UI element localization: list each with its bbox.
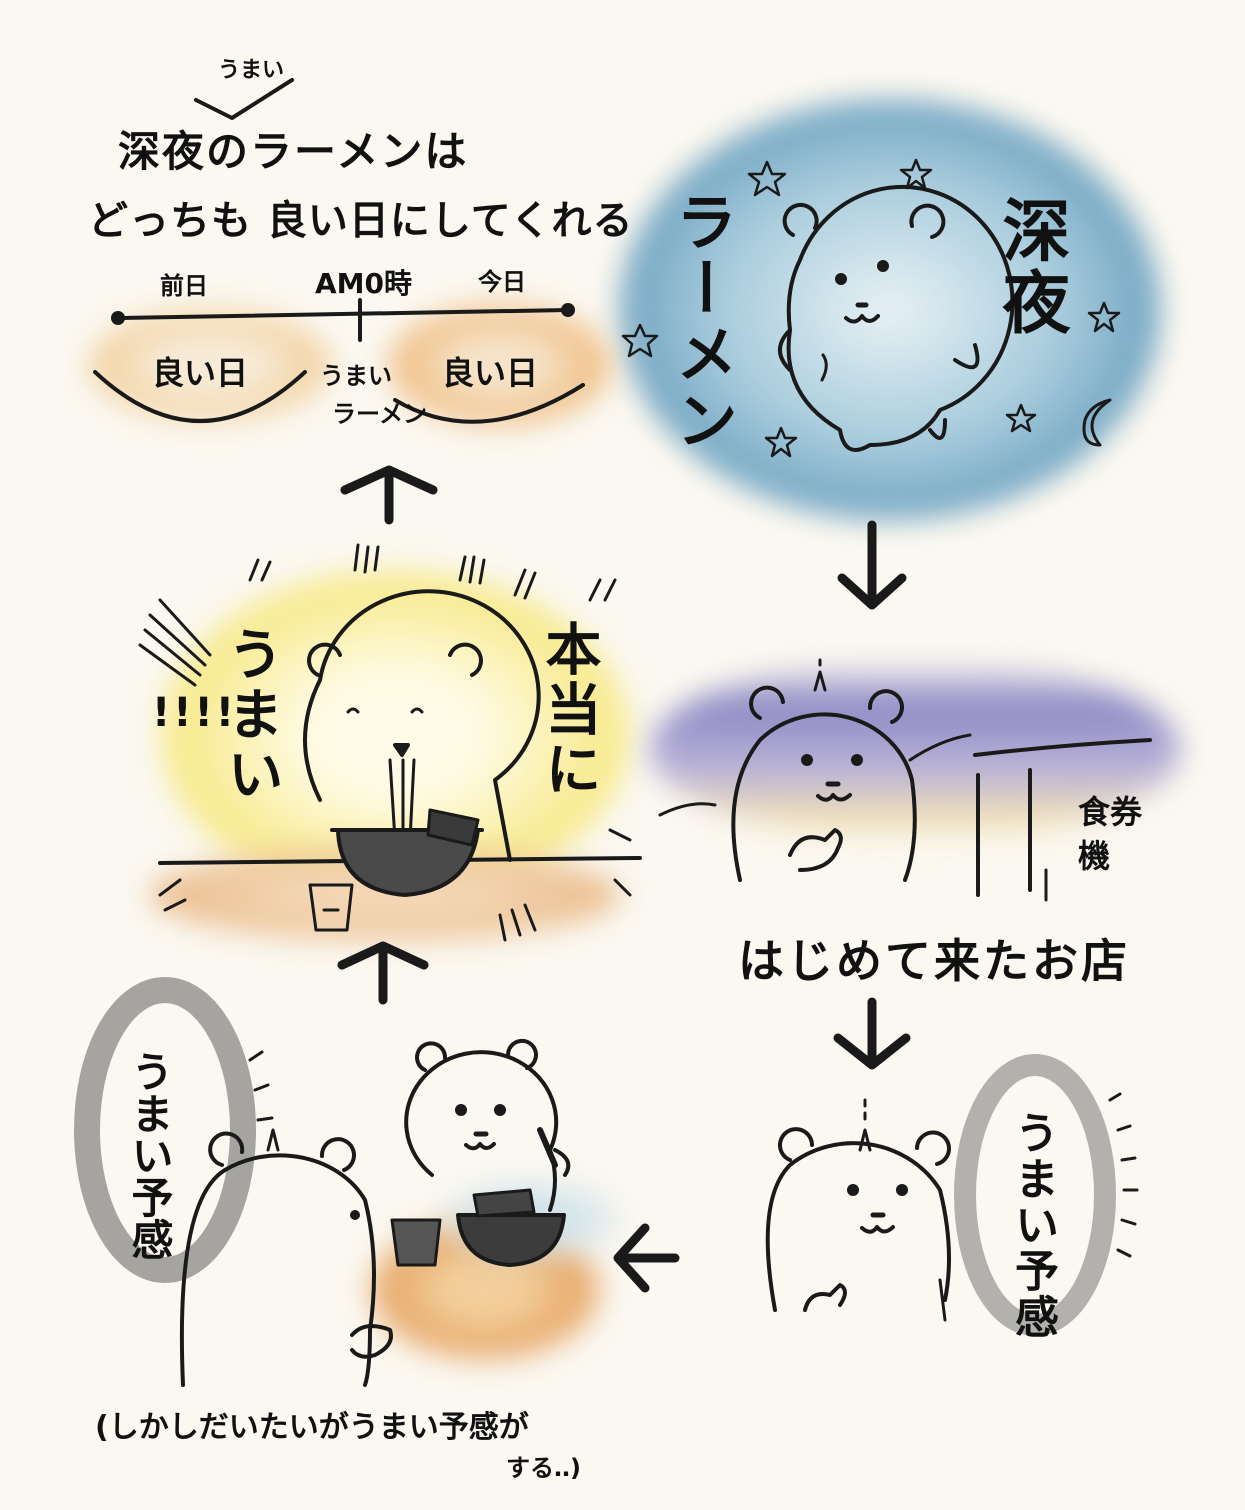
timeline-right-box: 良い日 xyxy=(442,354,539,392)
vertical-shinya: 深夜 xyxy=(990,195,1069,339)
annotation-umai: うまい xyxy=(218,58,285,83)
moon xyxy=(1082,398,1112,447)
impact-lines xyxy=(138,543,632,942)
night-sky-wash xyxy=(620,100,1160,520)
annotation-caret xyxy=(194,78,294,120)
timeline-start-dot xyxy=(111,311,125,325)
back-bear xyxy=(179,1128,393,1387)
timeline-right-wash xyxy=(390,305,610,425)
timeline-label-today: 今日 xyxy=(478,268,526,296)
anticipation-aura-right xyxy=(954,1054,1116,1336)
floating-bear xyxy=(778,184,1015,452)
stars xyxy=(621,158,1121,458)
timeline-label-mid: AM0時 xyxy=(315,267,413,300)
timeline-end-dot xyxy=(561,303,575,317)
footnote-line-2: する‥) xyxy=(506,1454,581,1482)
anticipation-aura-left xyxy=(74,977,256,1283)
aura-lines-left xyxy=(248,1050,274,1122)
bubble-right: うまい予感 xyxy=(1007,1110,1058,1340)
headline-line-2: どっちも 良い日にしてくれる xyxy=(88,198,634,244)
vertical-ramen: ラーメン xyxy=(665,190,738,454)
eating-bear xyxy=(158,589,642,932)
arrow-up-mid xyxy=(337,941,429,1005)
timeline-left-box: 良い日 xyxy=(152,354,249,392)
timeline-right-arc xyxy=(393,383,585,424)
vertical-hontou: 本当に xyxy=(536,620,601,800)
timeline-label-prev: 前日 xyxy=(160,272,208,300)
front-bear xyxy=(390,1038,571,1267)
arrow-left-bottom xyxy=(613,1223,680,1293)
vertical-umai: うまい xyxy=(218,625,283,805)
arrow-up-top xyxy=(340,465,438,525)
anticipating-bear xyxy=(765,1098,951,1322)
timeline-left-wash xyxy=(90,310,330,420)
timeline-mid-line-2: ラーメン xyxy=(332,400,428,428)
arrow-down-right-top xyxy=(837,520,907,610)
aura-lines-right xyxy=(1108,1092,1139,1258)
headline-line-1: 深夜のラーメンは xyxy=(118,127,469,176)
vending-machine-label: 食券機 xyxy=(1078,793,1143,875)
arrow-down-right-mid xyxy=(833,997,911,1070)
bubble-left: うまい予感 xyxy=(125,1050,174,1260)
footnote-line-1: (しかしだいたいがうまい予感が xyxy=(95,1410,529,1445)
timeline-mid-line-1: うまい xyxy=(320,362,392,390)
timeline-line xyxy=(116,308,570,320)
shop-caption: はじめて来たお店 xyxy=(738,934,1130,988)
shop-bear xyxy=(658,658,1152,902)
exclaim: !!!! xyxy=(152,690,237,736)
timeline-left-arc xyxy=(93,370,307,423)
